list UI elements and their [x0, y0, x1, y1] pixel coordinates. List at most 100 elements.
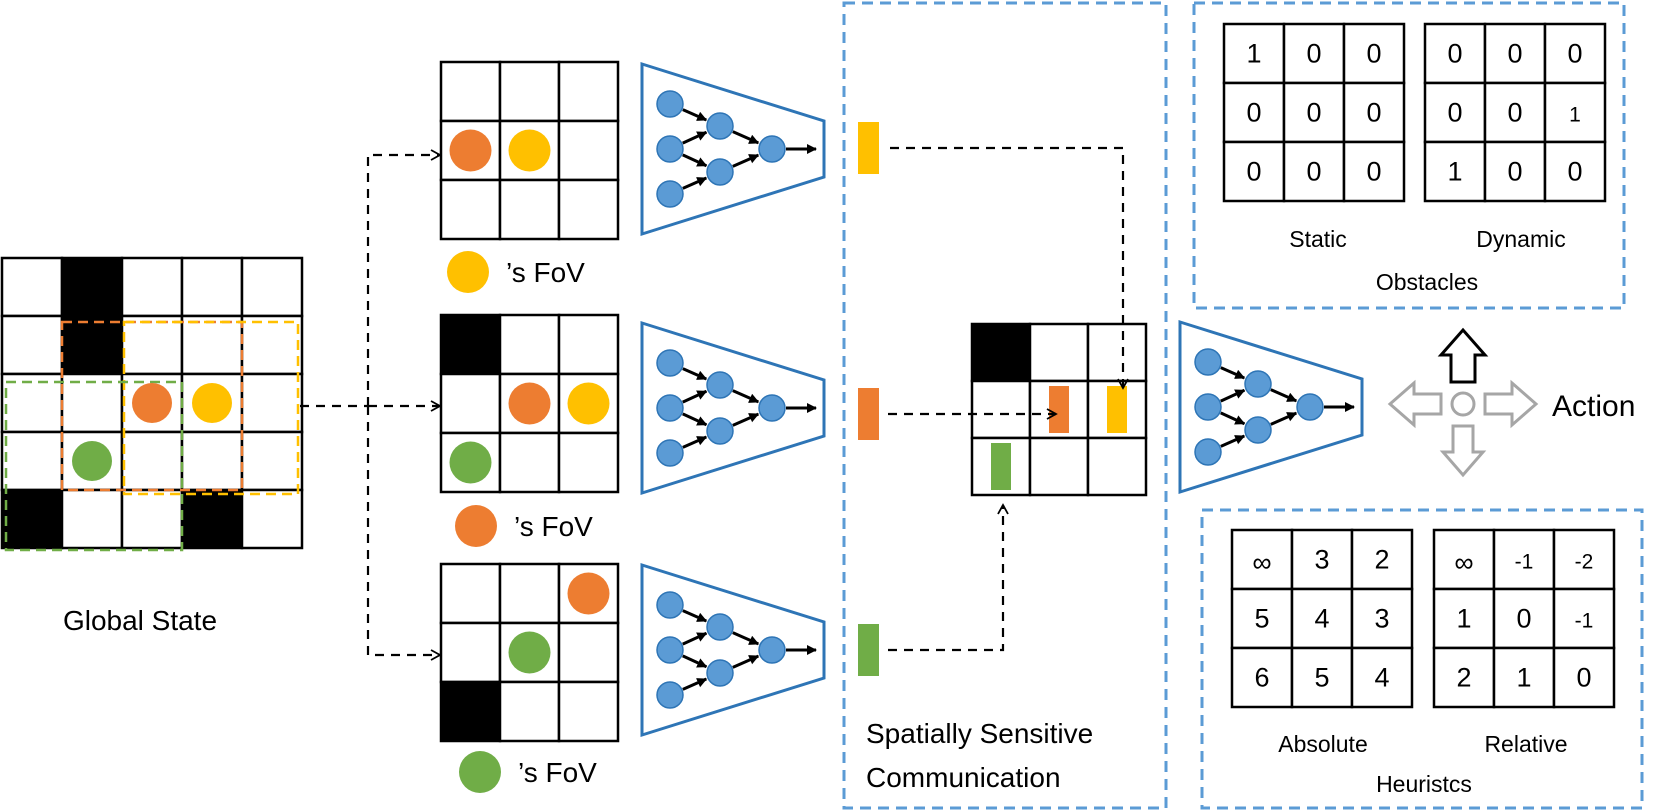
down-arrow-icon — [1439, 424, 1487, 478]
heuristics-title: Heuristcs — [1376, 771, 1472, 797]
encoder-edge — [682, 435, 708, 449]
communication-region — [842, 1, 1168, 810]
encoder-edge — [682, 412, 708, 427]
action-compass — [1387, 327, 1539, 478]
encoder-node — [656, 681, 684, 709]
fov-agent-orange — [508, 382, 551, 425]
fov-agent-green — [449, 441, 492, 484]
absolute-matrix-value: 5 — [1254, 604, 1269, 634]
encoder-green — [640, 562, 826, 738]
communication-label-line2: Communication — [866, 762, 1061, 793]
encoder-edge — [682, 130, 708, 145]
fov-agent-green — [508, 631, 551, 674]
orange-fov-outline — [60, 320, 244, 492]
fov-grids — [439, 60, 620, 743]
global-state-grid — [0, 256, 304, 552]
fov-caption-orange: ’s FoV — [514, 511, 593, 542]
absolute-matrix-value: 4 — [1374, 663, 1389, 693]
global-cell — [180, 314, 244, 376]
encoder-edge — [682, 654, 708, 669]
action-label: Action — [1552, 390, 1635, 423]
encoder-orange — [640, 320, 826, 496]
global-cell — [240, 256, 304, 318]
encoder-edge — [732, 654, 760, 669]
encoder-edge — [1220, 388, 1246, 403]
encoder-trapezoid — [640, 320, 826, 496]
dynamic-matrix-cell — [1423, 81, 1487, 144]
fov-yellow-cell — [439, 60, 502, 123]
encoder-node — [706, 158, 734, 186]
encoder-edge — [682, 389, 708, 404]
comm-obstacle-cell — [970, 322, 1032, 383]
green-fov-outline — [4, 380, 184, 552]
static-matrix-value: 0 — [1306, 39, 1321, 69]
global-obstacle-cell — [60, 314, 124, 376]
encoder-edge — [732, 631, 760, 646]
comm-message-yellow — [1107, 386, 1127, 433]
global-cell — [180, 256, 244, 318]
absolute-matrix-value: 2 — [1374, 545, 1389, 575]
encoder-edge — [732, 389, 760, 404]
encoder-node — [656, 439, 684, 467]
right-arrow-icon — [1483, 379, 1539, 429]
relative-matrix-value: 0 — [1576, 663, 1591, 693]
absolute-matrix-value: 3 — [1374, 604, 1389, 634]
communication-label-line1: Spatially Sensitive — [866, 718, 1093, 749]
encoder-node — [706, 112, 734, 140]
static-matrix-cell — [1282, 22, 1346, 85]
absolute-matrix-cell — [1350, 587, 1414, 650]
agent-orange — [132, 383, 172, 423]
routing-arrows — [300, 155, 442, 661]
encoder-node — [758, 135, 786, 163]
global-state-label: Global State — [63, 605, 217, 636]
encoder-edge — [1220, 366, 1246, 380]
fov-agent-orange — [449, 129, 492, 172]
encoder-trapezoid — [1178, 319, 1364, 495]
fov-caption-green-dot — [459, 751, 501, 793]
left-arrow-icon — [1387, 379, 1443, 429]
fov-orange-cell — [498, 431, 561, 494]
encoder-edge — [682, 609, 708, 623]
fov-caption-yellow: ’s FoV — [506, 257, 585, 288]
arrow-to-yellow-fov — [300, 155, 440, 408]
fov-caption-green: ’s FoV — [518, 757, 597, 788]
fov-caption-orange-dot — [455, 505, 497, 547]
encoder-yellow — [640, 61, 826, 237]
arrow-to-green-fov — [366, 406, 442, 661]
relative-matrix-cell — [1432, 587, 1496, 650]
encoder-trapezoid — [640, 61, 826, 237]
encoder-trapezoid — [640, 562, 826, 738]
agent-yellow — [192, 383, 232, 423]
static-matrix-value: 0 — [1306, 157, 1321, 187]
global-cell — [240, 314, 304, 376]
fov-green-cell — [439, 562, 502, 625]
global-cell — [120, 488, 184, 550]
fov-yellow-cell — [557, 60, 620, 123]
global-cell — [120, 430, 184, 492]
encoder-edge — [682, 677, 708, 691]
encoder-node — [1244, 370, 1272, 398]
absolute-matrix-cell — [1290, 587, 1354, 650]
global-cell — [240, 488, 304, 550]
obstacles-region — [1192, 1, 1626, 310]
encoder-edge — [1220, 434, 1246, 448]
fov-grid-green — [439, 562, 620, 743]
fov-yellow-cell — [498, 178, 561, 241]
fov-green-obstacle-cell — [439, 680, 502, 743]
dynamic-matrix-value: 0 — [1567, 39, 1582, 69]
encoder-node — [706, 613, 734, 641]
yellow-fov-outline — [122, 320, 300, 496]
global-obstacle-cell — [0, 488, 64, 550]
relative-matrix-value: 1 — [1456, 604, 1471, 634]
relative-matrix-cell — [1492, 646, 1556, 709]
global-obstacle-cell — [60, 256, 124, 318]
policy-network — [1178, 319, 1364, 495]
encoder-edge — [732, 412, 760, 427]
message-bars — [858, 122, 879, 676]
fov-orange-cell — [498, 313, 561, 376]
yellow-message — [858, 122, 879, 174]
dynamic-matrix-value: 0 — [1447, 39, 1462, 69]
